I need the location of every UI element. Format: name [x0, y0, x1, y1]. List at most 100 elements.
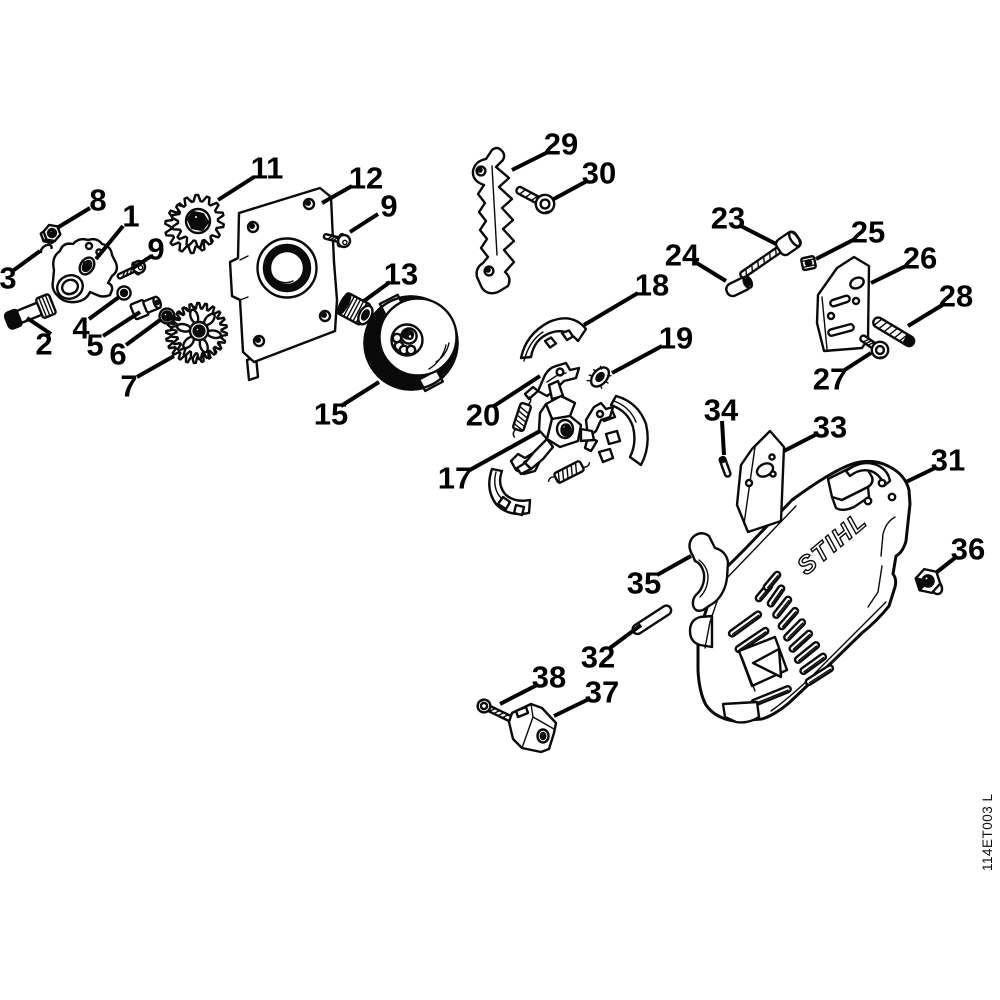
part-number-label-6: 6 [109, 337, 126, 372]
part-number-label-9b: 9 [380, 189, 397, 224]
leader-line-8 [55, 206, 92, 230]
part-28-threaded-stud [872, 316, 916, 348]
leader-line-18 [582, 291, 640, 327]
part-number-label-11: 11 [251, 151, 284, 186]
part-number-label-35: 35 [627, 566, 661, 601]
leader-line-15 [339, 380, 381, 408]
leader-line-5 [101, 310, 142, 338]
part-number-label-12: 12 [349, 161, 383, 196]
part-36-collar-nut [914, 567, 944, 596]
part-number-label-17: 17 [438, 461, 472, 496]
part-number-label-29: 29 [544, 127, 578, 162]
leader-line-24 [693, 260, 728, 283]
part-30-screw [515, 185, 556, 215]
part-27-screw [859, 334, 890, 360]
leader-line-3 [12, 249, 42, 272]
leader-line-9a [131, 255, 152, 270]
part-number-label-32: 32 [581, 640, 615, 675]
part-31-sprocket-cover: STIHL [688, 459, 912, 724]
part-20-clutch-pawl [523, 361, 581, 401]
part-26-guide-plate [815, 255, 871, 353]
clutch-springs [512, 396, 591, 484]
part-number-label-28: 28 [939, 279, 973, 314]
part-2-pump-shaft [3, 293, 57, 330]
part-17-clutch-carrier [488, 379, 649, 517]
part-24-sleeve [725, 275, 754, 298]
leader-line-28 [906, 302, 946, 328]
leader-line-32 [608, 623, 643, 650]
leader-line-33 [783, 432, 818, 453]
part-29-bumper-spike [471, 146, 516, 295]
part-13-needle-bearing [336, 292, 374, 326]
part-23-screw-long [739, 230, 802, 279]
leader-line-13 [362, 280, 392, 303]
leader-line-31 [905, 466, 936, 484]
part-number-label-25: 25 [851, 215, 885, 250]
part-25-square-nut [800, 255, 817, 272]
part-1-oil-pump-body [51, 237, 119, 304]
part-number-label-1: 1 [122, 199, 139, 234]
leader-line-17 [467, 429, 541, 473]
part-9-screw-b [322, 232, 352, 249]
leader-line-27 [841, 351, 873, 373]
part-number-label-7: 7 [120, 369, 137, 404]
part-8-hex-nut [39, 223, 62, 244]
part-12-mounting-plate [228, 186, 339, 382]
part-33-guard-plate [735, 429, 786, 534]
part-37-chain-tensioner [507, 702, 558, 754]
part-number-label-4: 4 [72, 311, 90, 346]
leader-line-7 [136, 354, 175, 379]
part-6-bearing-ring [158, 307, 176, 325]
part-number-label-3: 3 [0, 261, 17, 296]
leader-line-26 [870, 263, 909, 285]
part-number-label-33: 33 [813, 410, 847, 445]
part-number-label-19: 19 [659, 321, 693, 356]
part-number-label-36: 36 [951, 532, 985, 567]
cover-louvers [727, 570, 835, 707]
doc-code: 114ET003 L [980, 793, 995, 871]
part-18-clutch-shoe-upper [519, 317, 588, 362]
part-number-label-31: 31 [931, 443, 965, 478]
part-32-pin [631, 604, 673, 636]
part-number-label-15: 15 [314, 397, 348, 432]
part-3-retaining-clip [39, 243, 53, 254]
leader-line-19 [611, 344, 663, 375]
part-19-washer [586, 365, 612, 389]
leader-line-4 [87, 295, 121, 321]
part-4-washer [116, 285, 132, 301]
leader-line-25 [815, 237, 856, 261]
leader-line-37 [553, 697, 590, 718]
leader-line-6 [124, 318, 162, 347]
leader-line-36 [935, 555, 958, 574]
part-34-pin [718, 455, 732, 478]
part-7-oil-pump-gear [164, 301, 229, 365]
leader-line-30 [551, 179, 588, 202]
leader-line-11 [216, 175, 256, 202]
part-11-worm-gear [164, 193, 225, 255]
leader-line-23 [740, 224, 777, 246]
leader-line-34 [720, 420, 726, 456]
part-number-label-38: 38 [532, 660, 566, 695]
part-number-label-2: 2 [35, 327, 52, 362]
leader-line-9b [348, 212, 380, 234]
part-number-label-8: 8 [89, 183, 106, 218]
part-number-label-26: 26 [903, 241, 937, 276]
part-number-label-23: 23 [711, 201, 745, 236]
leader-line-20 [492, 374, 542, 408]
part-number-label-5: 5 [86, 328, 103, 363]
leader-line-29 [511, 150, 549, 172]
leader-line-38 [499, 683, 538, 706]
leader-line-12 [321, 184, 353, 205]
part-number-label-37: 37 [585, 675, 619, 710]
part-number-label-34: 34 [704, 393, 739, 428]
part-number-label-20: 20 [466, 398, 500, 433]
leader-line-2 [25, 316, 53, 336]
part-number-label-18: 18 [635, 268, 669, 303]
part-number-label-30: 30 [582, 156, 616, 191]
part-5-pump-plunger [129, 295, 163, 321]
leader-line-1 [94, 224, 125, 261]
part-number-label-9a: 9 [147, 232, 164, 267]
